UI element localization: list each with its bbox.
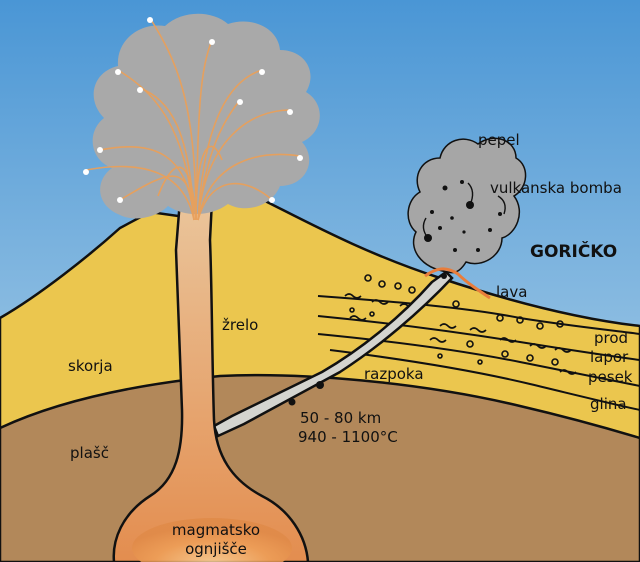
bomb-trails: [422, 182, 506, 239]
label-skorja: skorja: [68, 357, 113, 375]
fissure: [212, 270, 454, 438]
label-volcanic-bomb: vulkanska bomba: [490, 179, 622, 197]
fissure-bubble: [316, 381, 324, 389]
label-magma-chamber-1: magmatsko: [171, 521, 261, 539]
lava-flow: [424, 267, 491, 300]
label-lapor: lapor: [590, 348, 629, 366]
label-depth: 50 - 80 km: [300, 409, 382, 427]
magma-chamber-core: [132, 518, 292, 562]
lava-droplets: [83, 17, 303, 203]
eruption-ash-cloud: [92, 13, 320, 219]
sediment-texture: [344, 274, 577, 375]
fissure-bubble: [288, 398, 296, 406]
label-razpoka: razpoka: [364, 365, 424, 383]
label-glina: glina: [590, 395, 627, 413]
label-plasc: plašč: [70, 444, 109, 462]
label-goricko: GORIČKO: [530, 242, 618, 262]
label-temperature: 940 - 1100°C: [298, 428, 398, 446]
label-prod: prod: [594, 329, 629, 347]
fissure-bubble: [441, 273, 447, 279]
lava-fountain: [85, 17, 301, 221]
label-lava: lava: [496, 283, 528, 301]
label-pepel: pepel: [478, 131, 520, 149]
label-zrelo: žrelo: [222, 316, 259, 334]
label-magma-chamber-2: ognjišče: [185, 540, 247, 558]
volcanic-vent: [112, 198, 310, 562]
label-pesek: pesek: [588, 368, 633, 386]
